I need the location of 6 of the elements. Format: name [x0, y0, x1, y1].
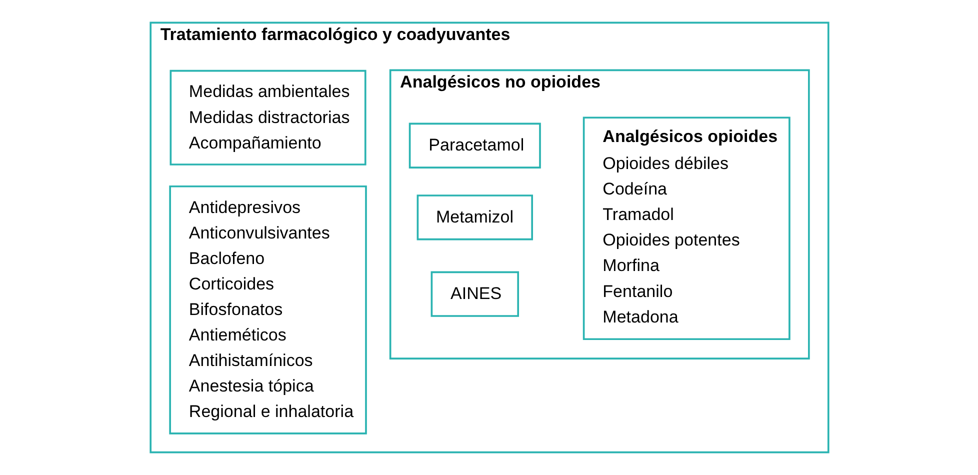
node-box: Analgésicos opioides Opioides débiles Codeína Tramadol Opioides potentes Morfina Fentanilo Metadona: [582, 116, 790, 340]
node-box: AINES: [430, 271, 518, 317]
node-box: Medidas ambientales Medidas distractorias Acompañamiento: [169, 70, 366, 166]
node-box: Metamizol: [416, 194, 532, 240]
node-box: Antidepresivos Anticonvulsivantes Baclofeno Corticoides Bifosfonatos Antieméticos Antihistamínicos Anestesia tópica Regional e inhalatoria: [168, 185, 366, 434]
node-box: Paracetamol: [408, 122, 540, 168]
